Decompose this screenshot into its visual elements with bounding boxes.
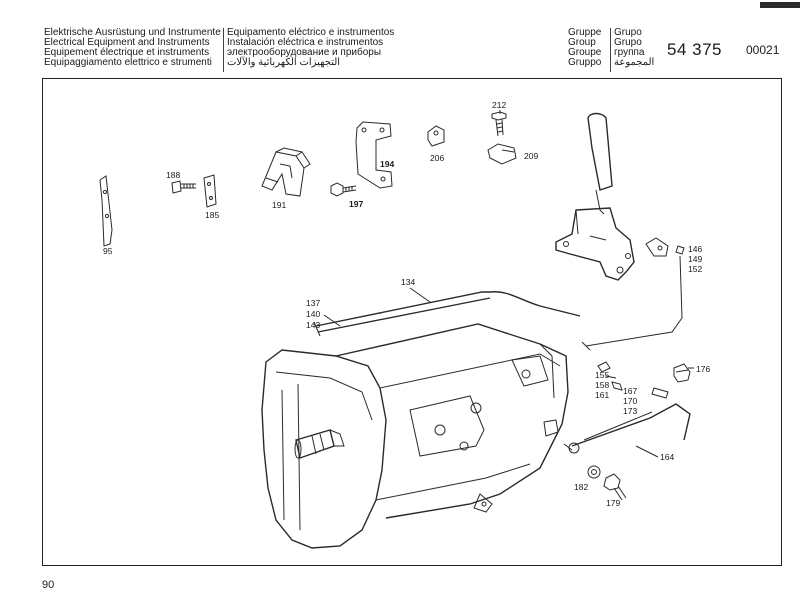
group-divider: [610, 28, 611, 72]
callout-167: 167: [623, 386, 637, 396]
part-212-screw: [491, 111, 507, 137]
group-label-ar: المجموعة: [614, 57, 655, 68]
callout-170: 170: [623, 396, 637, 406]
callout-152: 152: [688, 264, 702, 274]
callout-194: 194: [380, 159, 394, 169]
section-titles-left: Elektrische Ausrüstung und Instrumente E…: [44, 28, 221, 68]
illustration-frame: [42, 78, 782, 566]
section-title-de: Elektrische Ausrüstung und Instrumente: [44, 27, 221, 38]
callout-143: 143: [306, 320, 320, 330]
group-label-de: Gruppe: [568, 27, 602, 38]
group-label-ru: группа: [614, 47, 645, 58]
group-label-pt: Grupo: [614, 27, 642, 38]
callout-179: 179: [606, 498, 620, 508]
callout-164: 164: [660, 452, 674, 462]
callout-155: 155: [595, 370, 609, 380]
callout-188: 188: [166, 170, 180, 180]
callout-95: 95: [103, 246, 113, 256]
group-number: 54 375: [667, 40, 722, 59]
callout-161: 161: [595, 390, 609, 400]
header-divider: [223, 28, 224, 72]
part-185-plate: [203, 174, 217, 208]
part-146-tag: [675, 245, 685, 255]
callout-134: 134: [401, 277, 415, 287]
callout-191: 191: [272, 200, 286, 210]
part-179-bolt: [603, 473, 627, 501]
leader-lines: [323, 110, 694, 458]
section-title-it: Equipaggiamento elettrico e strumenti: [44, 57, 212, 68]
callout-146: 146: [688, 244, 702, 254]
callout-185: 185: [205, 210, 219, 220]
group-labels-right: Grupo Grupo группа المجموعة: [614, 28, 654, 68]
corner-mark: [760, 2, 800, 8]
part-176-plug: [673, 363, 691, 383]
group-label-fr: Groupe: [568, 47, 602, 58]
group-label-en: Group: [568, 37, 596, 48]
part-155-connector: [597, 361, 623, 391]
section-title-en: Electrical Equipment and Instruments: [44, 37, 210, 48]
section-titles-right: Equipamento eléctrico e instrumentos Ins…: [227, 28, 394, 68]
callout-149: 149: [688, 254, 702, 264]
part-209-clip: [487, 143, 517, 165]
part-194-bracket: [355, 121, 393, 189]
group-label-it: Gruppo: [568, 57, 602, 68]
callout-209: 209: [524, 151, 538, 161]
callout-182: 182: [574, 482, 588, 492]
callout-173: 173: [623, 406, 637, 416]
section-title-es: Instalación eléctrica e instrumentos: [227, 37, 384, 48]
part-206-clip: [427, 125, 445, 147]
transmission-housing: [261, 323, 569, 549]
part-197-screw: [330, 182, 357, 197]
group-labels-left: Gruppe Group Groupe Gruppo: [568, 28, 601, 68]
callout-212: 212: [492, 100, 506, 110]
callout-labels: 95 185 188 191 194 197 206 209 212 134 1…: [103, 100, 710, 508]
group-code: 00021: [746, 43, 780, 57]
part-188-screw: [171, 180, 196, 194]
section-title-pt: Equipamento eléctrico e instrumentos: [227, 27, 395, 38]
section-title-ru: электрооборудование и приборы: [227, 47, 382, 58]
part-191-holder: [261, 147, 311, 197]
part-164-cable: [563, 387, 691, 454]
section-title-fr: Equipement électrique et instruments: [44, 47, 210, 58]
callout-158: 158: [595, 380, 609, 390]
callout-137: 137: [306, 298, 320, 308]
catalog-header: Elektrische Ausrüstung und Instrumente E…: [0, 0, 800, 80]
part-95-bracket: [99, 175, 113, 247]
selector-cable: [581, 255, 683, 351]
callout-197: 197: [349, 199, 363, 209]
callout-176: 176: [696, 364, 710, 374]
callout-140: 140: [306, 309, 320, 319]
gear-shift-lever-assembly: [555, 112, 669, 281]
section-title-ar: التجهيزات الكهربائية والآلات: [227, 57, 341, 68]
group-label-es: Grupo: [614, 37, 642, 48]
part-134-cable: [313, 291, 581, 337]
callout-206: 206: [430, 153, 444, 163]
page-number: 90: [42, 579, 55, 591]
part-182-washer: [587, 465, 601, 479]
